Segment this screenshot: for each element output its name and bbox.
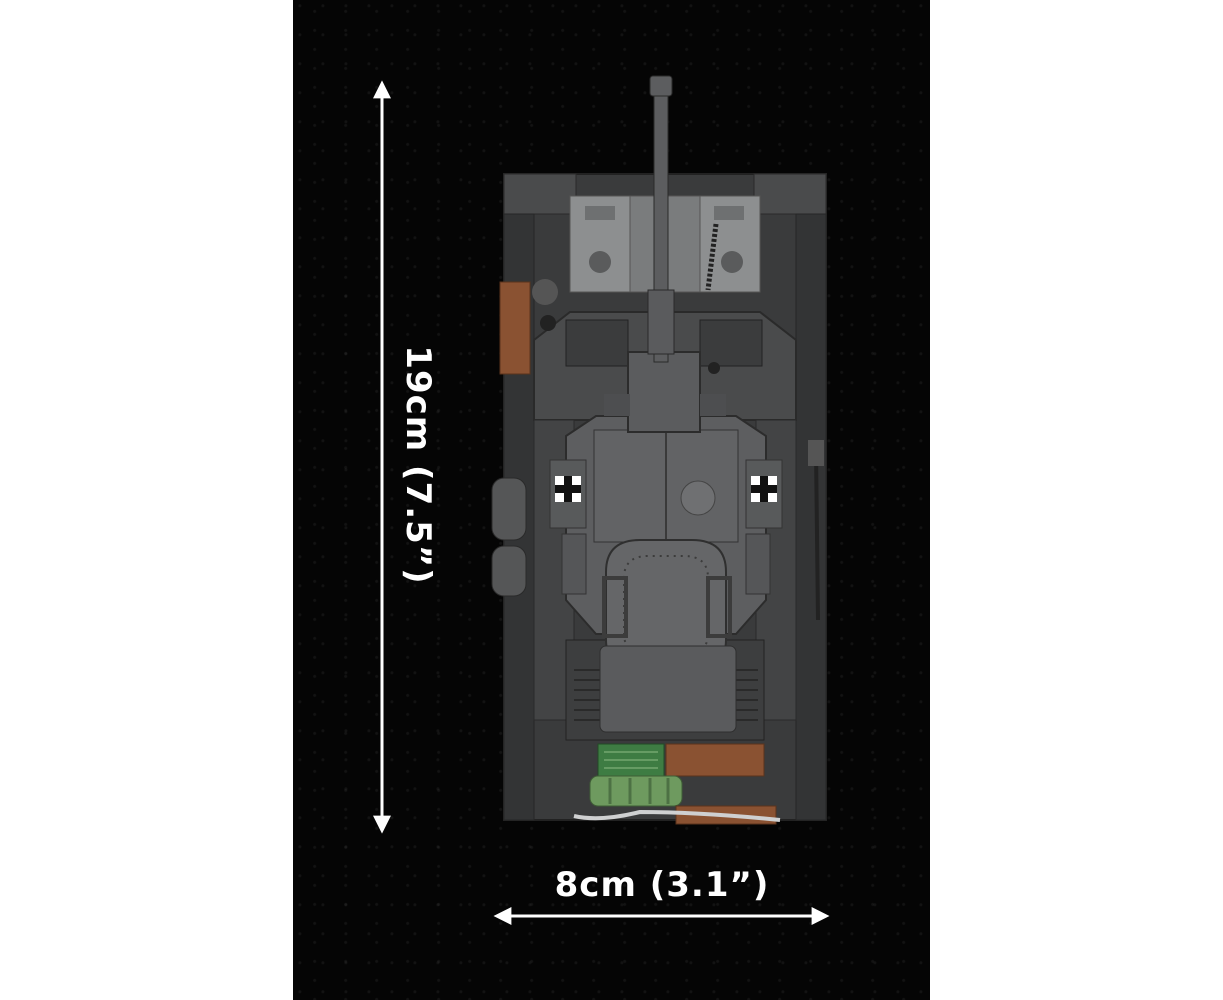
tow-cable (573, 809, 781, 822)
brown-crate-front (499, 281, 531, 375)
tank-model (491, 75, 827, 825)
spare-wheel (491, 477, 527, 541)
hatch-handle (706, 576, 732, 638)
rear-turret-hatch (599, 645, 737, 733)
balkenkreuz-right-icon (751, 476, 777, 502)
width-dimension-label: 8cm (3.1”) (554, 865, 770, 905)
mantlet-block (700, 394, 726, 416)
vision-block (565, 319, 629, 367)
balkenkreuz-left-icon (555, 476, 581, 502)
hatch-hinge (714, 206, 744, 220)
turret-vent (680, 480, 716, 516)
spare-wheel (491, 545, 527, 597)
knob (540, 315, 556, 331)
gun-mantlet (627, 351, 701, 433)
hull-front-left (503, 173, 577, 215)
green-barrels (589, 775, 683, 807)
turret-bin-left (561, 533, 587, 595)
antenna (814, 449, 820, 621)
antenna-base (808, 440, 824, 466)
vision-block (699, 319, 763, 367)
turret-bin-right (745, 533, 771, 595)
height-dimension-label: 19cm (7.5”) (398, 345, 438, 585)
knob (532, 279, 558, 305)
mantlet-block (604, 394, 630, 416)
chain (705, 223, 719, 291)
right-fender (795, 213, 827, 821)
hatch-hinge (585, 206, 615, 220)
muzzle (649, 75, 673, 97)
barrel-rings (608, 778, 670, 804)
hatch-stud (589, 251, 611, 273)
brown-crate-rear (665, 743, 765, 777)
cupola-rim (623, 555, 709, 655)
hatch-stud (721, 251, 743, 273)
coax-mg (708, 362, 720, 374)
hatch-handle (602, 576, 628, 638)
mesh-grid (604, 751, 658, 769)
gun-barrel-base (647, 289, 675, 355)
hull-front-right (753, 173, 827, 215)
